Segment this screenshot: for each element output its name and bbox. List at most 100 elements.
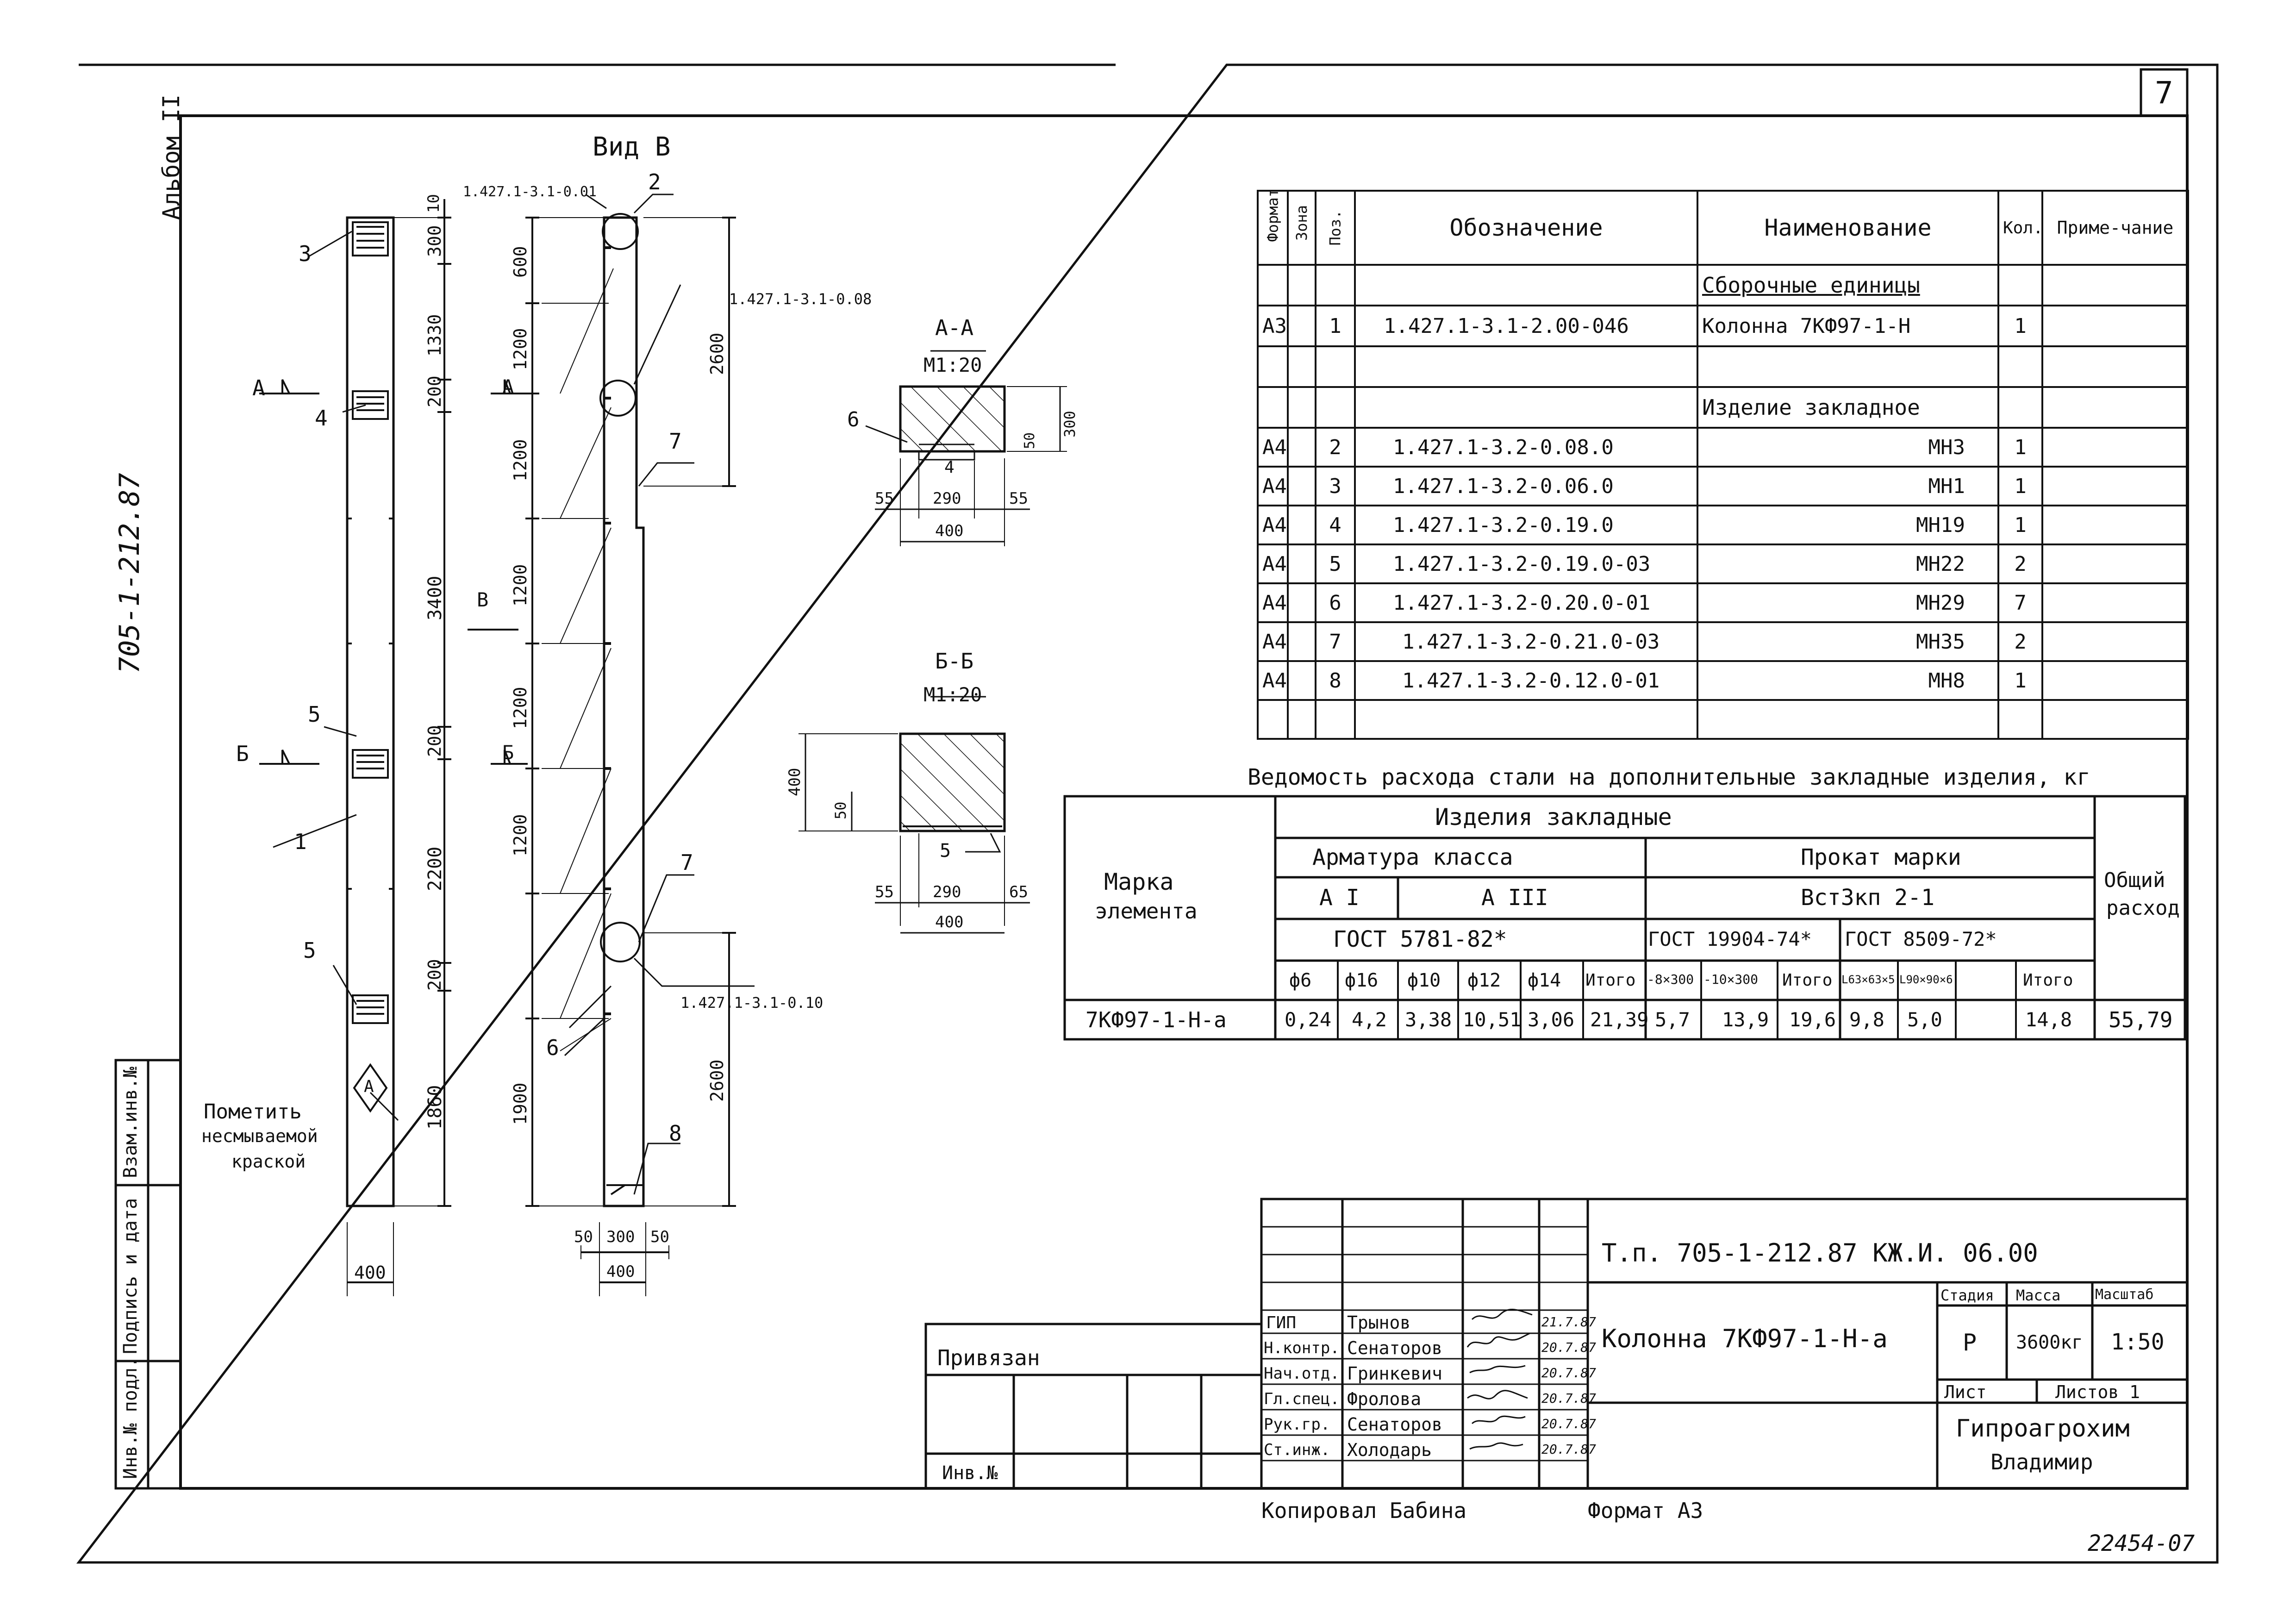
title-doc-code: Т.п. 705-1-212.87 КЖ.И. 06.00 bbox=[1602, 1238, 2038, 1268]
steel-val-8x300: 5,7 bbox=[1655, 1008, 1690, 1031]
title-org-2: Владимир bbox=[1990, 1449, 2093, 1474]
sheet-number-box bbox=[2140, 68, 2189, 117]
title-name-3: Фролова bbox=[1347, 1389, 1422, 1409]
callout-010: 1.427.1-3.1-0.10 bbox=[680, 994, 824, 1012]
dim-1200c: 1200 bbox=[510, 564, 530, 606]
marker-a-diamond bbox=[353, 1063, 388, 1113]
section-aa-dim-400: 400 bbox=[935, 522, 964, 540]
steel-rebar-class: Арматура класса bbox=[1312, 844, 1513, 870]
title-block-grid bbox=[924, 1198, 2189, 1490]
section-aa-dim-50: 50 bbox=[1022, 432, 1038, 449]
title-name-0: Трынов bbox=[1347, 1312, 1411, 1333]
spec-cell-format: А3 bbox=[1257, 305, 1289, 347]
section-aa-dim-300: 300 bbox=[1061, 411, 1079, 437]
title-inv-no: Инв.№ bbox=[942, 1462, 998, 1484]
steel-grade: Вст3кп 2-1 bbox=[1801, 885, 1934, 911]
spec-cell-qty: 2 bbox=[1997, 621, 2043, 662]
steel-val-10x300: 13,9 bbox=[1722, 1008, 1769, 1031]
note-line-2: несмываемой bbox=[201, 1126, 318, 1146]
dim-3400: 3400 bbox=[424, 575, 446, 620]
spec-cell-format: А4 bbox=[1257, 621, 1289, 662]
marker-a-letter: А bbox=[364, 1077, 374, 1096]
spec-cell-qty: 1 bbox=[1997, 466, 2043, 506]
section-bb-dim-400: 400 bbox=[935, 913, 964, 931]
section-aa-title: А-А bbox=[935, 315, 974, 340]
steel-total-header-1: Общий bbox=[2104, 868, 2165, 892]
title-mass: 3600кг bbox=[2016, 1332, 2083, 1353]
pos-label-8: 8 bbox=[669, 1121, 682, 1146]
section-aa-pos-6: 6 bbox=[847, 408, 860, 431]
steel-col-l90: L90×90×6 bbox=[1899, 973, 1953, 986]
pos-label-7a: 7 bbox=[669, 429, 682, 454]
detail-circle-low bbox=[600, 922, 641, 962]
column-elevation-right bbox=[468, 194, 755, 1296]
spec-cell-designation: 1.427.1-3.2-0.06.0 bbox=[1354, 466, 1698, 506]
steel-embedded: Изделия закладные bbox=[1435, 804, 1672, 831]
side-stamp-inv-podl: Инв.№ подл. bbox=[120, 1356, 141, 1479]
spec-cell-name: МН22 bbox=[1697, 543, 1999, 584]
section-aa-dim-290: 290 bbox=[933, 489, 961, 508]
section-bb-dim-55: 55 bbox=[875, 883, 894, 901]
title-sheet: Лист bbox=[1944, 1382, 1987, 1402]
section-mark-v: В bbox=[477, 588, 489, 611]
signatures bbox=[1466, 1308, 1533, 1450]
dim-200a: 200 bbox=[424, 375, 445, 407]
dim-1200d: 1200 bbox=[510, 687, 530, 729]
spec-header-pos: Поз. bbox=[1326, 210, 1344, 246]
section-mark-b-right: Б bbox=[502, 741, 514, 764]
steel-val-l90: 5,0 bbox=[1907, 1008, 1942, 1031]
spec-cell-qty: 1 bbox=[1997, 305, 2043, 347]
pos-label-7b: 7 bbox=[680, 850, 693, 875]
section-bb-dim-290: 290 bbox=[933, 883, 961, 901]
table-row: А4 5 1.427.1-3.2-0.19.0-03 МН22 2 bbox=[1257, 543, 2189, 584]
spec-cell-qty: 1 bbox=[1997, 660, 2043, 701]
spec-cell-pos: 6 bbox=[1315, 582, 1356, 623]
section-aa-pos-4: 4 bbox=[944, 458, 955, 477]
view-label: Вид В bbox=[593, 132, 671, 162]
spec-cell-qty: 2 bbox=[1997, 543, 2043, 584]
dim-1200e: 1200 bbox=[510, 814, 530, 856]
spec-cell-format: А4 bbox=[1257, 543, 1289, 584]
spec-header-designation: Обозначение bbox=[1354, 190, 1698, 266]
title-stage-header: Стадия bbox=[1940, 1287, 1994, 1304]
title-role-3: Гл.спец. bbox=[1264, 1390, 1340, 1408]
table-row: А4 2 1.427.1-3.2-0.08.0 МН3 1 bbox=[1257, 427, 2189, 468]
spec-group-embedded: Изделие закладное bbox=[1697, 386, 1999, 429]
title-mass-header: Масса bbox=[2016, 1287, 2061, 1304]
title-name-4: Сенаторов bbox=[1347, 1414, 1442, 1435]
spec-cell-pos: 1 bbox=[1315, 305, 1356, 347]
section-bb-pos-5: 5 bbox=[940, 840, 951, 862]
section-bb-scale: М1:20 bbox=[923, 683, 982, 706]
dim-200b: 200 bbox=[424, 725, 445, 757]
title-date-3: 20.7.87 bbox=[1541, 1391, 1597, 1406]
steel-col-8x300: -8×300 bbox=[1647, 972, 1694, 987]
footer-archive-no: 22454-07 bbox=[2088, 1530, 2195, 1556]
section-aa-dim-55a: 55 bbox=[875, 489, 894, 508]
section-aa-dim-55b: 55 bbox=[1009, 489, 1028, 508]
steel-val-f12: 10,51 bbox=[1463, 1008, 1522, 1031]
pos-label-4: 4 bbox=[315, 406, 328, 431]
title-scale: 1:50 bbox=[2111, 1329, 2165, 1355]
dim-2200: 2200 bbox=[424, 846, 446, 891]
title-stage: Р bbox=[1963, 1329, 1977, 1356]
spec-cell-qty: 1 bbox=[1997, 427, 2043, 468]
plate-4 bbox=[352, 390, 389, 420]
side-stamp-podpis: Подпись и дата bbox=[120, 1198, 141, 1354]
table-row: А4 4 1.427.1-3.2-0.19.0 МН19 1 bbox=[1257, 505, 2189, 545]
dim-50-b: 50 bbox=[650, 1228, 669, 1246]
steel-gost-rebar: ГОСТ 5781-82* bbox=[1333, 926, 1507, 952]
title-name-5: Холодарь bbox=[1347, 1440, 1432, 1460]
section-bb bbox=[799, 696, 1030, 934]
plate-5a bbox=[352, 749, 389, 779]
title-role-4: Рук.гр. bbox=[1264, 1415, 1330, 1434]
title-role-0: ГИП bbox=[1266, 1313, 1297, 1332]
steel-col-itogo1: Итого bbox=[1585, 971, 1636, 990]
table-row: А3 1 1.427.1-3.1-2.00-046 Колонна 7КФ97-… bbox=[1257, 305, 2189, 347]
steel-mark-header-1: Марка bbox=[1104, 868, 1174, 895]
title-object: Колонна 7КФ97-1-Н-а bbox=[1602, 1324, 1888, 1353]
pos-label-6: 6 bbox=[546, 1035, 559, 1060]
steel-col-f14: ф14 bbox=[1528, 970, 1561, 991]
title-date-4: 20.7.87 bbox=[1541, 1416, 1597, 1431]
spec-cell-designation: 1.427.1-3.2-0.08.0 bbox=[1354, 427, 1698, 468]
detail-circle-mid bbox=[599, 380, 636, 417]
